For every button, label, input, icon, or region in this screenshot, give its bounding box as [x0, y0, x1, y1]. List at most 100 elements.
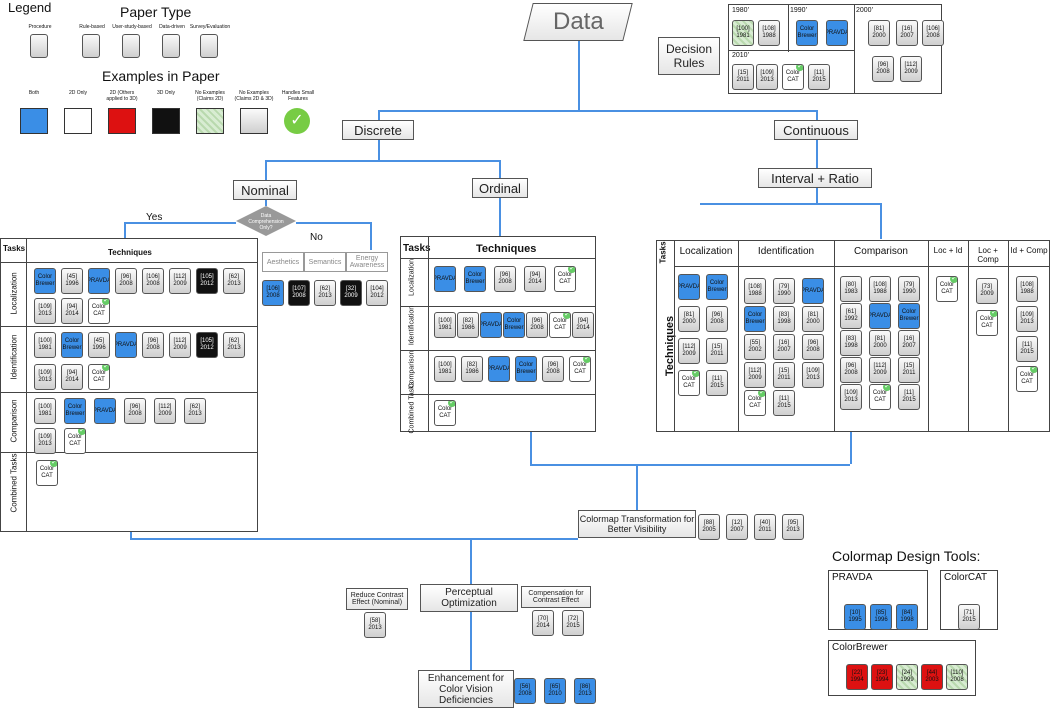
row-divider	[400, 306, 596, 307]
paper-type-title: Paper Type	[120, 4, 192, 20]
ref-icon: [100] 1981	[34, 332, 56, 358]
ref-icon: [106] 2008	[922, 20, 944, 46]
example-label: 2D (Others applied to 3D)	[106, 90, 138, 102]
continuous-col-header: Loc + Id	[933, 246, 963, 255]
continuous-col-header: Id + Comp	[1010, 246, 1048, 255]
legend: Legend Paper Type Examples in Paper	[0, 0, 320, 140]
ref-icon: PRAVDA	[869, 303, 891, 329]
decade-divider	[854, 4, 855, 94]
ref-icon: [80] 1983	[840, 276, 862, 302]
aesthetic-header: Semantics	[304, 252, 346, 272]
examples-title: Examples in Paper	[102, 68, 220, 84]
ref-icon: Color Brewer	[744, 306, 766, 332]
col-divider	[428, 236, 429, 432]
ref-icon: [105] 2012	[196, 332, 218, 358]
ref-icon: [112] 2009	[169, 268, 191, 294]
decade-label: 1980'	[732, 7, 749, 14]
ref-icon: Color Brewer	[898, 303, 920, 329]
ref-icon: [10] 1995	[844, 604, 866, 630]
ref-icon: [109] 2013	[802, 362, 824, 388]
continuous-col-header: Comparison	[854, 246, 908, 257]
ref-icon: [96] 2008	[115, 268, 137, 294]
ref-icon: [109] 2013	[1016, 306, 1038, 332]
ref-icon: [106] 2008	[262, 280, 284, 306]
row-divider	[0, 326, 258, 327]
ref-icon: PRAVDA	[115, 332, 137, 358]
ref-icon: [112] 2009	[169, 332, 191, 358]
ref-icon: [109] 2013	[756, 64, 778, 90]
ref-icon: Color CAT	[88, 298, 110, 324]
enhancement-node: Enhancement for Color Vision Deficiencie…	[418, 670, 514, 708]
ref-icon: [45] 1996	[88, 332, 110, 358]
ref-icon: [110] 2008	[946, 664, 968, 690]
ref-icon: Color CAT	[554, 266, 576, 292]
example-label: No Examples (Claims 2D & 3D)	[234, 90, 274, 102]
discrete-node: Discrete	[342, 120, 414, 140]
ref-icon: [56] 2008	[514, 678, 536, 704]
continuous-col-header: Identification	[757, 246, 815, 257]
ref-icon: Color Brewer	[64, 398, 86, 424]
ref-icon: [100] 1981	[434, 356, 456, 382]
ref-icon: Color CAT	[549, 312, 571, 338]
aesthetic-header: Aesthetics	[262, 252, 304, 272]
ref-icon: [96] 2008	[494, 266, 516, 292]
ref-icon: [82] 1986	[457, 312, 479, 338]
ref-icon: [11] 2015	[898, 384, 920, 410]
ref-icon: [70] 2014	[532, 610, 554, 636]
ref-icon: [81] 2000	[802, 306, 824, 332]
ref-icon: [86] 2013	[574, 678, 596, 704]
example-label: Both	[28, 90, 40, 96]
decade-label: 1990'	[790, 7, 807, 14]
example-swatch	[108, 108, 136, 134]
col-divider	[26, 238, 27, 532]
ordinal-row-label: Localization	[408, 259, 416, 296]
paper-type-icon	[82, 34, 100, 58]
row-divider	[400, 394, 596, 395]
ref-icon: Color Brewer	[61, 332, 83, 358]
ref-icon: [15] 2011	[706, 338, 728, 364]
colorbrewer-label: ColorBrewer	[832, 642, 888, 653]
ref-icon: [94] 2014	[61, 298, 83, 324]
ref-icon: Color CAT	[64, 428, 86, 454]
example-label: No Examples (Claims 2D)	[195, 90, 225, 102]
col-divider	[968, 240, 969, 432]
ref-icon: Color Brewer	[515, 356, 537, 382]
ref-icon: [83] 1998	[773, 306, 795, 332]
nominal-tasks-header: Tasks	[3, 244, 26, 253]
ref-icon: [96] 2008	[124, 398, 146, 424]
ref-icon: [84] 1998	[896, 604, 918, 630]
row-divider	[0, 452, 258, 453]
ref-icon: [108] 1988	[1016, 276, 1038, 302]
ref-icon: [32] 2009	[340, 280, 362, 306]
decision-rules-node: Decision Rules	[658, 37, 720, 75]
ref-icon: [107] 2008	[288, 280, 310, 306]
paper-type-icon	[200, 34, 218, 58]
ref-icon: Color CAT	[678, 370, 700, 396]
nominal-row-label: Identification	[9, 334, 19, 380]
ref-icon: [112] 2009	[900, 56, 922, 82]
ref-icon: [96] 2008	[526, 312, 548, 338]
example-swatch	[240, 108, 268, 134]
example-label: Handles Small Features	[281, 90, 315, 102]
legend-title: Legend	[8, 0, 52, 15]
decade-divider	[728, 50, 854, 51]
ref-icon: [72] 2015	[562, 610, 584, 636]
ref-icon: [79] 1990	[898, 276, 920, 302]
col-divider	[738, 240, 739, 432]
ref-icon: PRAVDA	[826, 20, 848, 46]
ref-icon: Color CAT	[936, 276, 958, 302]
paper-type-icon	[162, 34, 180, 58]
ref-icon: Color Brewer	[34, 268, 56, 294]
ordinal-row-label: Identification	[408, 305, 416, 346]
ref-icon: Color CAT	[434, 400, 456, 426]
ref-icon: Color Brewer	[503, 312, 525, 338]
ref-icon: [79] 1990	[773, 278, 795, 304]
ordinal-techniques-header: Techniques	[476, 243, 537, 255]
colormap-transform-node: Colormap Transformation for Better Visib…	[578, 510, 696, 538]
ref-icon: [11] 2015	[706, 370, 728, 396]
tools-title: Colormap Design Tools:	[832, 548, 981, 564]
ref-icon: [96] 2008	[802, 334, 824, 360]
ref-icon: [100] 1981	[732, 20, 754, 46]
ref-icon: [62] 2013	[223, 332, 245, 358]
row-divider	[0, 392, 258, 393]
